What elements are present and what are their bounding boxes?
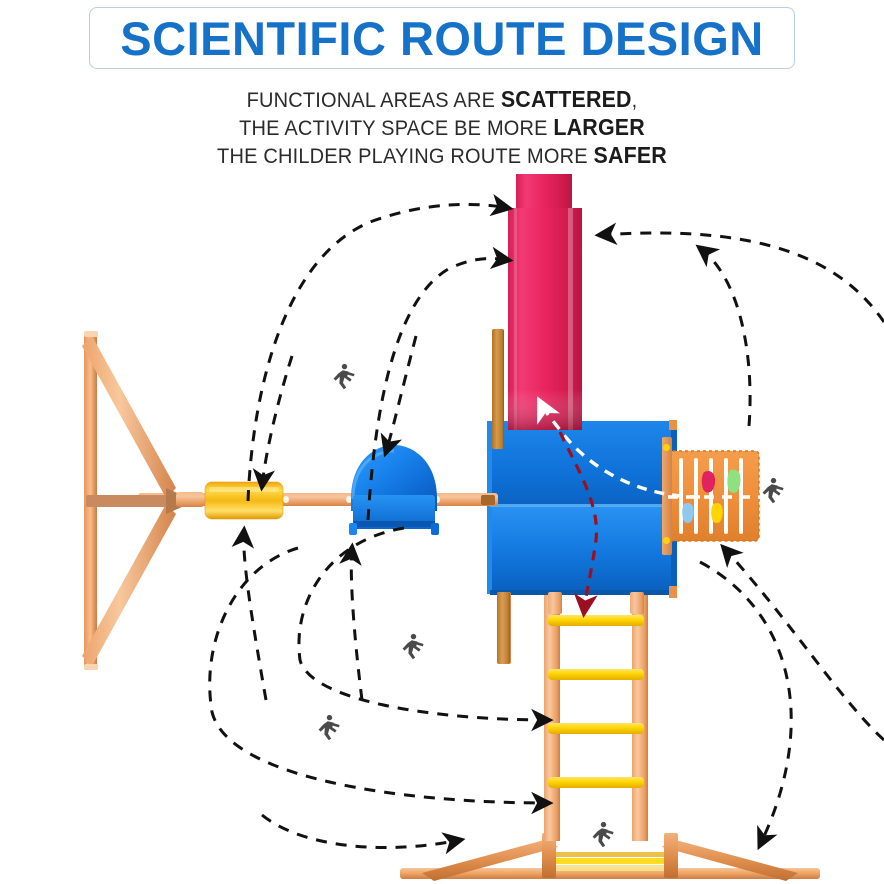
subtitle-line-2-bold: LARGER <box>553 114 645 140</box>
route-right-to-slide <box>594 222 884 323</box>
pink-slide <box>508 174 582 430</box>
slide-support-post-lower <box>497 592 510 664</box>
climb-hold-pink <box>701 471 716 493</box>
climbing-wall <box>668 450 760 542</box>
climb-wall-post-left <box>662 437 672 555</box>
route-slide-to-climbwall <box>695 244 752 427</box>
route-dome-to-slide <box>366 246 514 521</box>
runner-icon-4 <box>762 477 784 504</box>
platform-leg-right <box>630 592 644 614</box>
page-title: SCIENTIFIC ROUTE DESIGN <box>120 11 764 65</box>
runner-icon-5 <box>592 821 614 848</box>
route-to-tunnel-top <box>252 355 294 492</box>
route-white-slide-to-wall <box>537 396 701 499</box>
route-loop-to-ladder-lower <box>208 546 554 815</box>
climb-hold-yellow <box>711 503 723 523</box>
climb-wall-nub-bottom <box>663 537 670 544</box>
hub-connector <box>176 492 204 507</box>
platform-leg-mid <box>548 592 562 614</box>
subtitle-line-1-bold: SCATTERED <box>500 86 632 112</box>
route-to-dome-top <box>380 335 418 458</box>
runner-icon-3 <box>318 714 340 741</box>
route-up-to-dome <box>339 542 364 701</box>
blue-dome <box>349 445 439 535</box>
route-tunnel-to-slide <box>246 193 514 502</box>
route-platform-to-base-right <box>699 560 793 851</box>
climb-hold-green <box>727 469 741 493</box>
route-red-platform-to-ladder <box>558 431 599 618</box>
base-frame <box>400 833 820 881</box>
beam-joint-1 <box>183 496 189 503</box>
beam-joint-4 <box>434 496 440 503</box>
beam-joint-2 <box>283 496 289 503</box>
route-up-to-tunnel <box>231 525 268 701</box>
a-frame-support <box>82 331 182 670</box>
route-up-to-climbwall <box>720 543 884 742</box>
route-loop-to-ladder-upper <box>297 526 554 732</box>
subtitle-line-2-normal: THE ACTIVITY SPACE BE MORE <box>239 116 554 140</box>
platform-leg-left <box>497 592 511 664</box>
subtitle-block: FUNCTIONAL AREAS ARE SCATTERED, THE ACTI… <box>0 86 884 170</box>
climb-wall-nub-top <box>663 444 670 451</box>
subtitle-line-1: FUNCTIONAL AREAS ARE SCATTERED, <box>31 86 853 114</box>
subtitle-line-1-normal: FUNCTIONAL AREAS ARE <box>246 88 501 112</box>
climb-hold-blue <box>682 503 694 523</box>
beam-joint-5 <box>481 495 495 505</box>
subtitle-line-3: THE CHILDER PLAYING ROUTE MORE SAFER <box>31 142 853 170</box>
title-banner: SCIENTIFIC ROUTE DESIGN <box>89 7 795 69</box>
subtitle-line-3-normal: THE CHILDER PLAYING ROUTE MORE <box>217 144 594 168</box>
subtitle-line-3-bold: SAFER <box>593 142 667 168</box>
yellow-tunnel <box>204 481 284 520</box>
runner-icon-2 <box>402 633 424 660</box>
route-right-to-base-left <box>261 813 466 855</box>
beam-joint-3 <box>346 496 352 503</box>
slide-support-post <box>492 329 504 449</box>
blue-platform <box>487 420 677 598</box>
main-beam <box>138 493 498 506</box>
subtitle-line-2: THE ACTIVITY SPACE BE MORE LARGER <box>31 114 853 142</box>
subtitle-line-1-tail: , <box>631 88 638 112</box>
ladder <box>544 585 648 841</box>
runner-icon-1 <box>333 363 355 390</box>
